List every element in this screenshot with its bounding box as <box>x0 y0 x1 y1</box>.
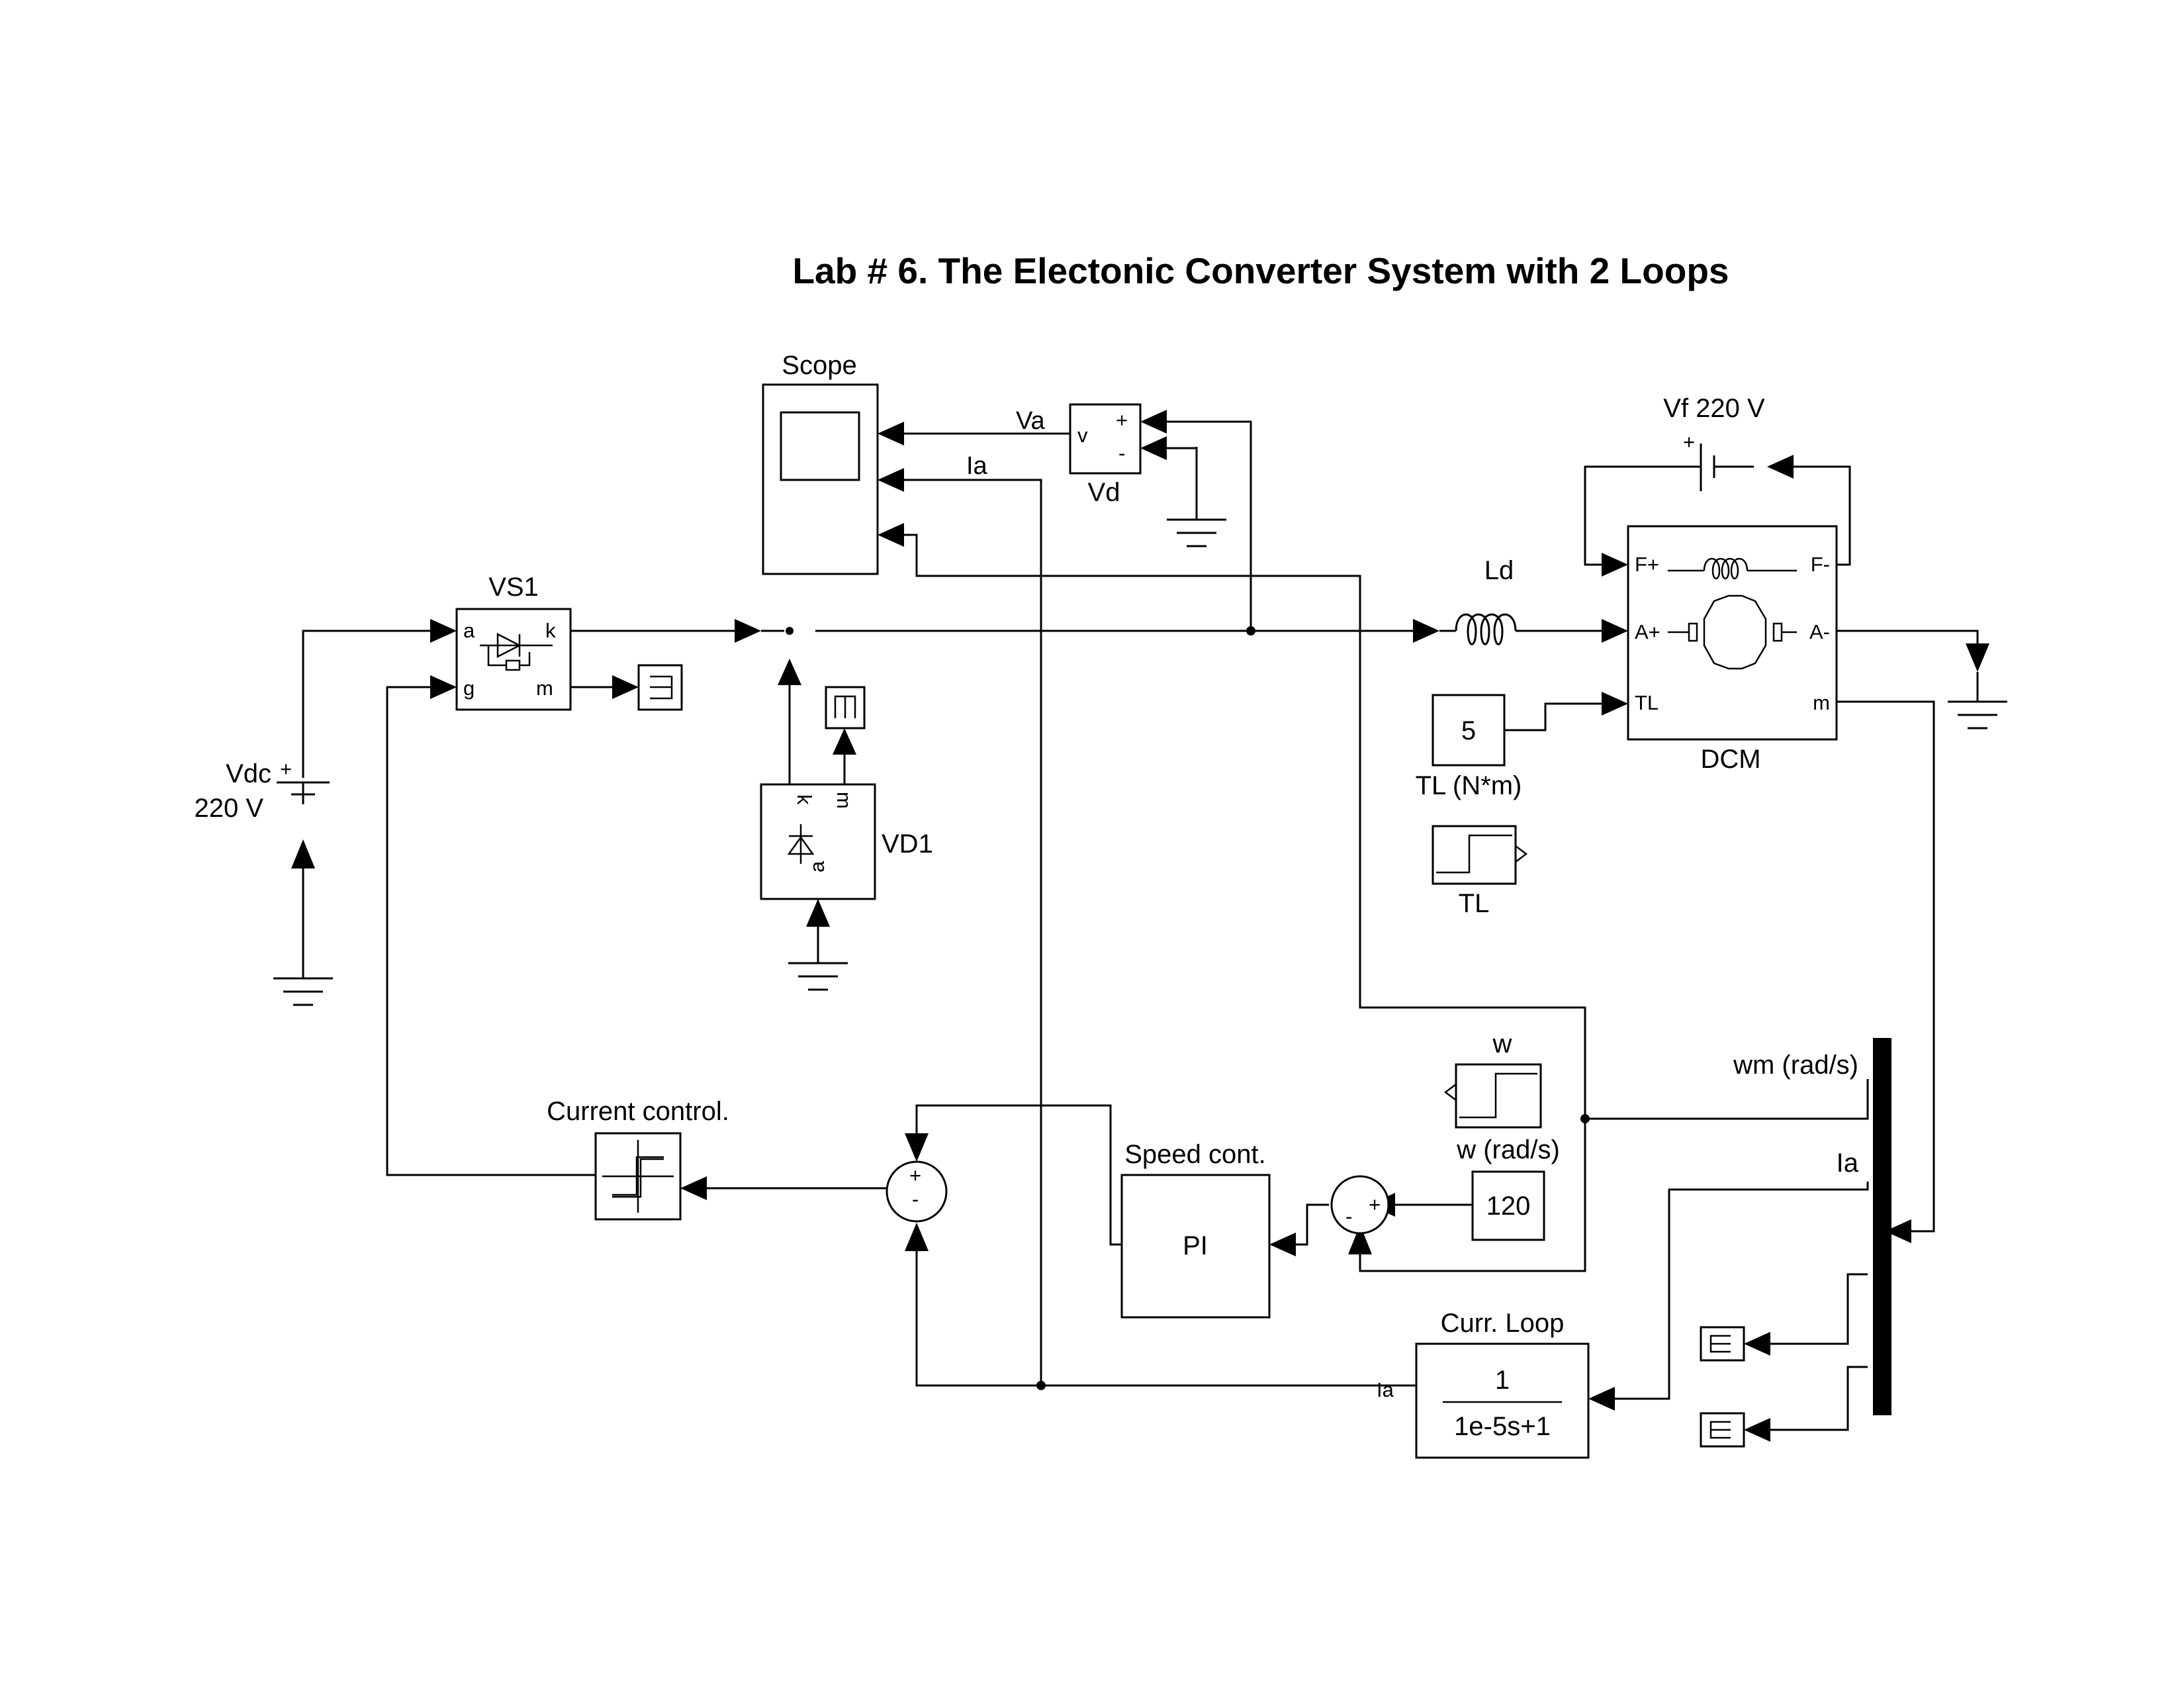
vdc-label-line2: 220 V <box>194 794 263 823</box>
wires <box>291 410 1989 1442</box>
terminator-demux-2 <box>1700 1412 1745 1448</box>
ground-icon-vdc <box>273 977 333 1006</box>
w-constant-block[interactable]: 120 w (rad/s) <box>1456 1135 1560 1241</box>
vf-plus: + <box>1683 430 1695 453</box>
dcm-port-m: m <box>1813 691 1830 714</box>
dcm-port-tl: TL <box>1635 691 1659 714</box>
vd1-port-a: a <box>805 861 829 872</box>
terminator-vs1 <box>637 664 683 711</box>
tl-step-block[interactable]: TL <box>1432 825 1517 918</box>
sum-speed[interactable]: + - <box>1330 1175 1390 1235</box>
curr-loop-block[interactable]: 1 1e-5s+1 Curr. Loop <box>1415 1309 1590 1459</box>
signal-ia-feedback-label: Ia <box>1377 1378 1394 1401</box>
dcm-port-fplus: F+ <box>1635 553 1659 576</box>
signal-va-label: Va <box>1016 407 1046 435</box>
scope-label: Scope <box>782 351 856 380</box>
vf-label: Vf 220 V <box>1663 394 1765 423</box>
vs1-port-a: a <box>463 619 475 642</box>
vs1-port-g: g <box>463 677 475 700</box>
ld-inductor[interactable]: Ld <box>1439 556 1545 645</box>
speed-controller-block[interactable]: PI Speed cont. <box>1120 1140 1271 1319</box>
w-step-label: w <box>1492 1029 1512 1058</box>
demux-bar[interactable] <box>1873 1038 1891 1415</box>
ld-label: Ld <box>1484 556 1514 585</box>
vd1-port-k: k <box>793 794 816 805</box>
ground-icon-dcm <box>1948 672 2007 729</box>
vs1-port-k: k <box>545 619 556 642</box>
dcm-port-aplus: A+ <box>1635 620 1661 643</box>
current-control-label: Current control. <box>547 1097 729 1126</box>
vdc-plus: + <box>280 757 292 780</box>
dcm-block[interactable]: DCM F+ F- A+ A- TL m <box>1627 525 1838 774</box>
vs1-port-m: m <box>536 677 553 700</box>
tl-constant-value: 5 <box>1461 716 1476 745</box>
vf-source[interactable]: + Vf 220 V <box>1663 394 1765 491</box>
terminator-demux-1 <box>1700 1326 1745 1362</box>
terminator-vd1 <box>825 686 866 729</box>
sum-current-plus: + <box>909 1164 921 1187</box>
vd-port-minus: - <box>1118 442 1125 465</box>
vdc-label-line1: Vdc <box>226 759 271 788</box>
ground-icon-vd <box>1167 518 1226 547</box>
speed-controller-label: Speed cont. <box>1124 1140 1266 1169</box>
vd-label: Vd <box>1088 478 1120 507</box>
curr-loop-denominator: 1e-5s+1 <box>1454 1412 1551 1441</box>
tl-constant-block[interactable]: 5 TL (N*m) <box>1416 694 1522 800</box>
diagram-title: Lab # 6. The Electonic Converter System … <box>792 250 1729 291</box>
vd1-port-m: m <box>833 792 856 809</box>
w-constant-value: 120 <box>1486 1192 1531 1221</box>
w-step-block[interactable]: w <box>1455 1029 1542 1129</box>
signal-ia-scope-label: Ia <box>966 452 988 480</box>
vd-port-v: v <box>1077 424 1088 447</box>
ground-icon-vd1 <box>788 962 848 991</box>
w-constant-label: w (rad/s) <box>1456 1135 1560 1164</box>
motor-icon <box>1668 557 1797 670</box>
vd1-label: VD1 <box>882 829 933 859</box>
dcm-port-fminus: F- <box>1811 553 1830 576</box>
tl-constant-label: TL (N*m) <box>1416 771 1522 800</box>
signal-ia-demux-label: Ia <box>1837 1149 1859 1178</box>
wire-vdc-vs1 <box>302 630 430 778</box>
tl-step-label: TL <box>1459 889 1490 918</box>
thyristor-icon <box>480 632 553 671</box>
sum-current-minus: - <box>912 1188 919 1211</box>
diode-icon <box>787 824 815 864</box>
curr-loop-label: Curr. Loop <box>1441 1309 1565 1338</box>
vdc-source[interactable]: + Vdc 220 V <box>194 757 330 823</box>
dcm-port-aminus: A- <box>1809 620 1830 643</box>
scope-block[interactable]: Scope <box>762 351 879 575</box>
sum-speed-plus: + <box>1369 1193 1381 1216</box>
vs1-block[interactable]: VS1 a k g m <box>455 573 572 711</box>
sum-speed-minus: - <box>1345 1205 1352 1228</box>
dcm-label: DCM <box>1700 745 1760 774</box>
vd1-block[interactable]: VD1 k m a <box>760 783 933 900</box>
vd-port-plus: + <box>1116 408 1128 432</box>
signal-wm-label: wm (rad/s) <box>1733 1051 1858 1080</box>
sum-current[interactable]: + - <box>886 1160 948 1223</box>
curr-loop-numerator: 1 <box>1495 1366 1510 1395</box>
vd-block[interactable]: v + - Vd <box>1069 403 1142 507</box>
current-control-block[interactable]: Current control. <box>547 1097 729 1221</box>
vs1-label: VS1 <box>488 573 539 602</box>
speed-controller-text: PI <box>1183 1231 1208 1260</box>
